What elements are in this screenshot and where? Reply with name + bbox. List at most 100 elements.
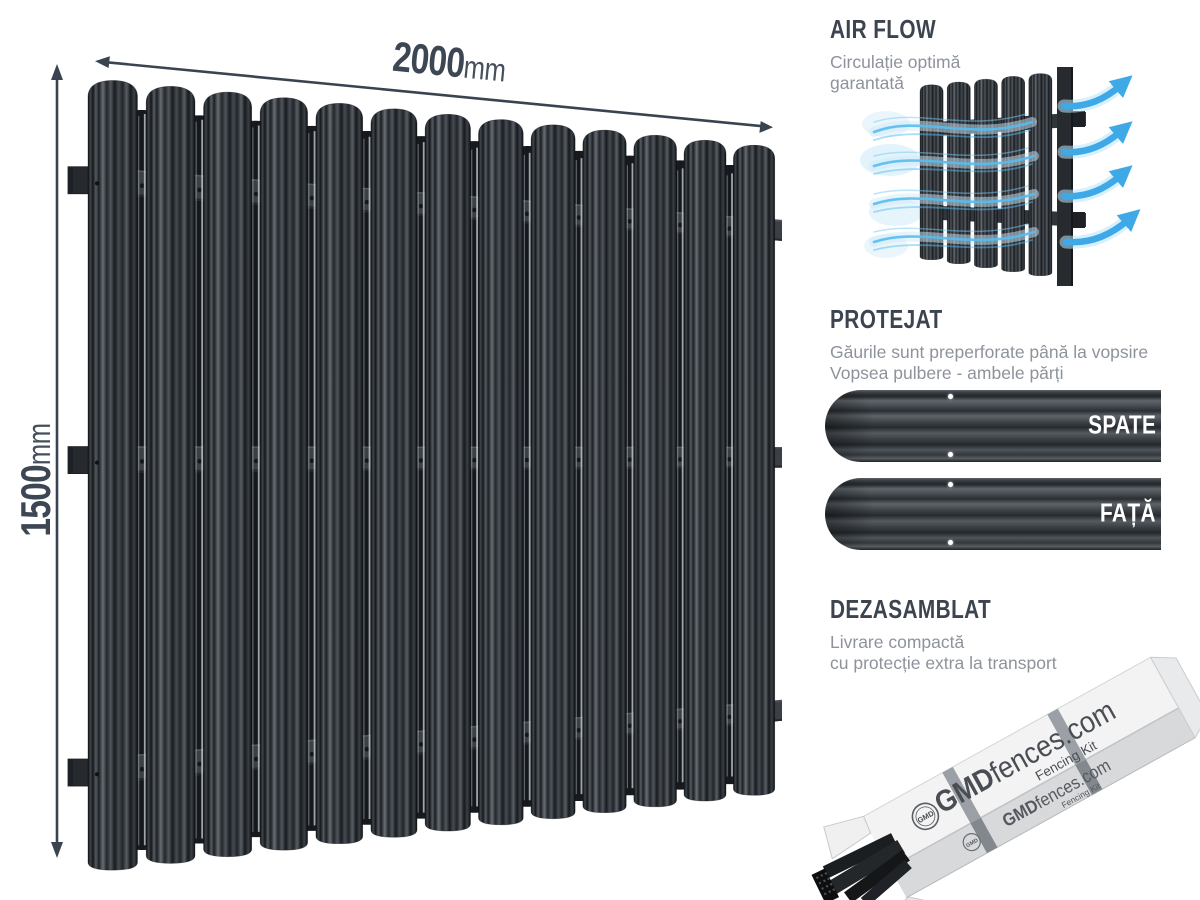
rail-rivet — [309, 751, 315, 757]
rail-rivet — [727, 457, 732, 462]
bracket-rivet — [95, 460, 99, 465]
mini-fence-picket — [1028, 73, 1053, 277]
fence-panel-diagram: 1500mm 2000mm — [14, 34, 783, 871]
box-strap — [942, 708, 1103, 854]
rail-rivet — [139, 183, 145, 189]
section-airflow-title: AIR FLOW — [830, 14, 937, 44]
section-airflow-text-line2: garantată — [830, 73, 904, 93]
packed-slats — [811, 833, 912, 900]
rail-rivet — [627, 457, 633, 462]
rail-rivet — [364, 199, 370, 205]
rail-rivet — [524, 211, 530, 217]
section-dezasamblat-text-line2: cu protecție extra la transport — [830, 653, 1057, 673]
rail-rivet — [576, 457, 582, 463]
shipping-box: GMDfences.com Fencing Kit GMD GMDfences.… — [861, 656, 1200, 899]
rail-rivet — [627, 723, 633, 729]
height-dimension-label: 1500mm — [14, 423, 60, 536]
slat-back-label: SPATE — [1087, 409, 1156, 440]
rail-rivet — [524, 732, 530, 738]
section-protejat-text-line1: Găurile sunt preperforate până la vopsir… — [830, 342, 1149, 362]
fence-front-picket — [633, 134, 677, 808]
pre-drilled-hole — [948, 482, 953, 487]
section-protejat-text-line2: Vopsea pulbere - ambele părți — [830, 363, 1064, 383]
arrow-down-icon — [51, 842, 63, 858]
fence-front-picket — [478, 119, 524, 826]
fence-front-picket — [370, 108, 418, 838]
fence-front-picket — [683, 139, 727, 802]
fence-front-picket — [530, 124, 576, 820]
pre-drilled-hole — [948, 394, 953, 399]
rail-rivet — [472, 457, 477, 463]
rail-rivet — [309, 458, 315, 464]
mini-rail-tab — [1073, 212, 1085, 228]
fence-front-picket — [203, 91, 253, 858]
box-top-flap — [823, 815, 872, 860]
width-dimension: 2000mm — [95, 34, 773, 133]
rail-rivet — [418, 742, 424, 747]
rail-rivet — [364, 458, 370, 463]
rail-rivet — [253, 458, 259, 464]
rail-rivet — [627, 219, 633, 224]
arrow-up-icon — [51, 64, 63, 80]
arrow-left-icon — [95, 56, 110, 68]
rail-rivet — [197, 761, 202, 767]
rail-rivet — [253, 191, 259, 197]
air-stream-lines — [869, 113, 1039, 251]
rail-rivet — [418, 458, 424, 463]
bracket-rivet — [95, 772, 99, 777]
fence-front-picket — [259, 97, 308, 851]
package-illustration: GMDfences.com Fencing Kit GMD GMDfences.… — [811, 656, 1200, 900]
section-dezasamblat-text-line1: Livrare compactă — [830, 632, 965, 652]
rail-rivet — [139, 766, 145, 772]
rail-rivet — [677, 718, 683, 724]
svg-text:GMD: GMD — [965, 838, 979, 849]
fence-front-picket — [87, 80, 138, 871]
rail-rivet — [677, 457, 683, 462]
airflow-illustration — [860, 67, 1141, 286]
rail-rivet — [472, 737, 477, 742]
mini-fence-post — [1057, 67, 1073, 286]
section-airflow: AIR FLOW Circulație optimă garantată — [830, 14, 1190, 94]
rail-rivet — [253, 756, 259, 762]
pre-drilled-hole — [948, 452, 953, 457]
slat-front-label: FAȚĂ — [1100, 497, 1156, 528]
rail-rivet — [727, 226, 732, 231]
section-airflow-text-line1: Circulație optimă — [830, 52, 961, 72]
slat-bundle-end — [811, 868, 840, 900]
airflow-mini-fence — [919, 67, 1086, 286]
section-dezasamblat: DEZASAMBLAT Livrare compactă cu protecți… — [830, 594, 1190, 674]
fence-front-picket — [424, 113, 471, 832]
rail-rivet — [524, 457, 530, 463]
rail-rivet — [727, 714, 732, 720]
width-dimension-label: 2000mm — [391, 34, 508, 91]
air-arrow-icon — [1060, 165, 1133, 200]
fence-front-picket — [582, 129, 627, 814]
section-dezasamblat-title: DEZASAMBLAT — [830, 594, 992, 624]
mini-rail-tab — [1073, 111, 1085, 127]
rail-rivet — [309, 195, 315, 201]
rail-rivet — [472, 207, 477, 213]
pre-drilled-hole — [948, 540, 953, 545]
fence-panel — [67, 80, 783, 871]
brand-logo-icon: GMD — [962, 833, 981, 852]
rail-rivet — [364, 746, 370, 752]
section-protejat: PROTEJAT Găurile sunt preperforate până … — [830, 304, 1190, 384]
rail-rivet — [139, 459, 145, 464]
fence-front-picket — [733, 144, 776, 796]
rail-rivet — [576, 728, 582, 733]
rail-rivet — [197, 458, 202, 464]
air-arrow-icon — [1060, 75, 1133, 110]
rail-rivet — [197, 187, 202, 193]
arrow-right-icon — [759, 121, 773, 133]
rail-rivet — [576, 215, 582, 220]
section-protejat-title: PROTEJAT — [830, 304, 943, 334]
air-arrow-icon — [1062, 209, 1141, 246]
rail-rivet — [677, 222, 683, 228]
air-arrow-icon — [1060, 121, 1133, 156]
slat-front-sample: FAȚĂ — [825, 478, 1161, 550]
fence-front-picket — [145, 85, 196, 864]
bracket-rivet — [95, 181, 99, 186]
slat-back-sample: SPATE — [825, 390, 1161, 462]
height-dimension: 1500mm — [14, 64, 63, 858]
